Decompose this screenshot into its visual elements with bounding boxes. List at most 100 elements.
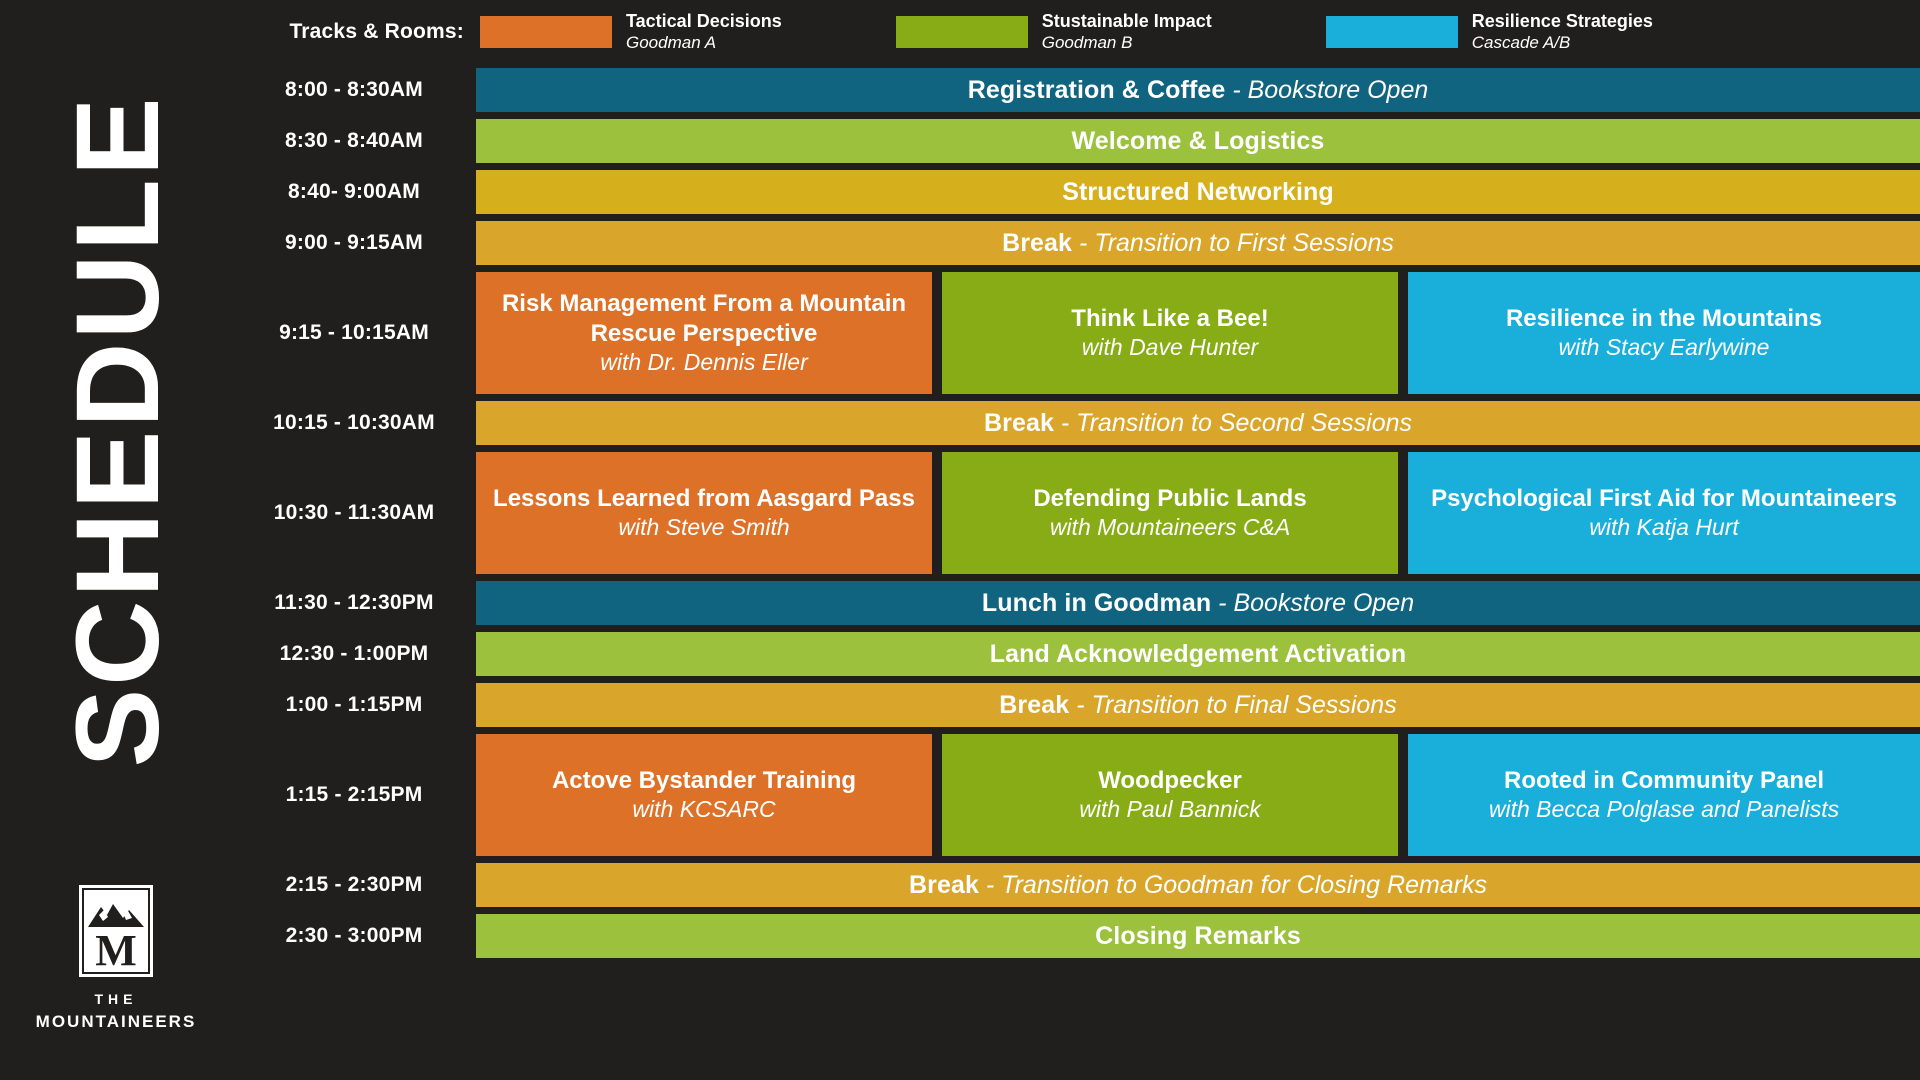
block-title: Closing Remarks [1095, 921, 1301, 950]
block-title: Break [908, 870, 979, 899]
time-label: 10:15 - 10:30AM [273, 411, 435, 434]
logo-line-the: THE [94, 991, 138, 1008]
row-bars: Break - Transition to Final Sessions [476, 683, 1920, 727]
row-bars: Lunch in Goodman - Bookstore Open [476, 581, 1920, 625]
schedule-row: 9:00 - 9:15AM Break - Transition to First… [232, 221, 1920, 265]
legend-item-sustainable-impact: Stustainable Impact Goodman B [895, 11, 1212, 52]
session-title: Think Like a Bee! [1071, 304, 1269, 332]
session-title: Actove Bystander Training [551, 766, 857, 794]
schedule-block[interactable]: Registration & Coffee - Bookstore Open [476, 68, 1920, 112]
session-speaker: with KCSARC [632, 796, 776, 823]
time-label: 9:15 - 10:15AM [279, 321, 429, 344]
block-title: Welcome & Logistics [1071, 126, 1325, 155]
time-label: 8:00 - 8:30AM [285, 78, 423, 101]
time-label: 2:15 - 2:30PM [285, 873, 423, 896]
legend-track-name: Tactical Decisions [626, 11, 782, 32]
legend-track-name: Resilience Strategies [1471, 11, 1653, 32]
row-bars: Risk Management From a Mountain Rescue P… [476, 272, 1920, 394]
schedule-grid: 8:00 - 8:30AM Registration & Coffee - Boo… [232, 68, 1920, 965]
schedule-row: 8:40- 9:00AM Structured Networking [232, 170, 1920, 214]
legend-room-name: Goodman A [626, 32, 717, 52]
legend: Tracks & Rooms: Tactical Decisions Goodm… [232, 6, 1920, 58]
session-title: Woodpecker [1098, 766, 1242, 794]
session-card[interactable]: Psychological First Aid for Mountaineers… [1408, 452, 1920, 574]
legend-room-name: Cascade A/B [1471, 32, 1571, 52]
session-speaker: with Steve Smith [618, 514, 790, 541]
session-title: Resilience in the Mountains [1505, 304, 1823, 332]
row-bars: Structured Networking [476, 170, 1920, 214]
session-title: Lessons Learned from Aasgard Pass [493, 484, 915, 512]
session-card[interactable]: Risk Management From a Mountain Rescue P… [476, 272, 932, 394]
time-label: 1:15 - 2:15PM [285, 783, 423, 806]
schedule-row: 11:30 - 12:30PM Lunch in Goodman - Bookst… [232, 581, 1920, 625]
schedule-block[interactable]: Welcome & Logistics [476, 119, 1920, 163]
session-speaker: with Becca Polglase and Panelists [1488, 796, 1840, 823]
row-bars: Break - Transition to Second Sessions [476, 401, 1920, 445]
block-title: Registration & Coffee [967, 75, 1226, 104]
block-title: Break [983, 408, 1054, 437]
legend-track-name: Stustainable Impact [1041, 11, 1212, 32]
schedule-row: 2:15 - 2:30PM Break - Transition to Goodm… [232, 863, 1920, 907]
time-label: 11:30 - 12:30PM [274, 591, 434, 614]
session-speaker: with Paul Bannick [1079, 796, 1261, 823]
schedule-block[interactable]: Closing Remarks [476, 914, 1920, 958]
schedule-block[interactable]: Break - Transition to Second Sessions [476, 401, 1920, 445]
schedule-block[interactable]: Land Acknowledgement Activation [476, 632, 1920, 676]
block-subtitle: - Transition to Final Sessions [1069, 690, 1397, 719]
time-label: 9:00 - 9:15AM [285, 231, 423, 254]
session-speaker: with Mountaineers C&A [1049, 514, 1291, 541]
time-label: 1:00 - 1:15PM [285, 693, 423, 716]
mountain-m-icon: M [79, 885, 153, 978]
schedule-block[interactable]: Break - Transition to First Sessions [476, 221, 1920, 265]
block-title: Lunch in Goodman [981, 588, 1212, 617]
row-bars: Registration & Coffee - Bookstore Open [476, 68, 1920, 112]
schedule-block[interactable]: Structured Networking [476, 170, 1920, 214]
time-label: 10:30 - 11:30AM [273, 501, 435, 524]
session-card[interactable]: Think Like a Bee!with Dave Hunter [942, 272, 1398, 394]
page-title: SCHEDULE [52, 94, 184, 768]
session-speaker: with Katja Hurt [1589, 514, 1739, 541]
svg-text:M: M [95, 926, 137, 975]
time-label: 8:40- 9:00AM [288, 180, 420, 203]
session-title: Psychological First Aid for Mountaineers [1431, 484, 1897, 512]
schedule-block[interactable]: Break - Transition to Final Sessions [476, 683, 1920, 727]
schedule-row: 10:15 - 10:30AM Break - Transition to Sec… [232, 401, 1920, 445]
session-speaker: with Stacy Earlywine [1558, 334, 1770, 361]
row-bars: Break - Transition to Goodman for Closin… [476, 863, 1920, 907]
legend-swatch-orange [480, 16, 612, 48]
row-bars: Land Acknowledgement Activation [476, 632, 1920, 676]
session-title: Rooted in Community Panel [1503, 766, 1824, 794]
schedule-block[interactable]: Break - Transition to Goodman for Closin… [476, 863, 1920, 907]
legend-swatch-blue [1325, 16, 1458, 48]
block-subtitle: - Transition to Second Sessions [1053, 408, 1413, 437]
schedule-row: 9:15 - 10:15AM Risk Management From a Mou… [232, 272, 1920, 394]
block-title: Land Acknowledgement Activation [989, 639, 1407, 668]
mountaineers-logo: M THE MOUNTAINEERS [0, 885, 232, 1034]
row-bars: Welcome & Logistics [476, 119, 1920, 163]
schedule-row: 10:30 - 11:30AM Lessons Learned from Aasg… [232, 452, 1920, 574]
block-title: Break [1002, 228, 1073, 257]
row-bars: Break - Transition to First Sessions [476, 221, 1920, 265]
session-speaker: with Dr. Dennis Eller [600, 348, 808, 375]
block-title: Structured Networking [1062, 177, 1334, 206]
schedule-row: 8:00 - 8:30AM Registration & Coffee - Boo… [232, 68, 1920, 112]
row-bars: Closing Remarks [476, 914, 1920, 958]
block-subtitle: - Transition to Goodman for Closing Rema… [978, 870, 1488, 899]
session-speaker: with Dave Hunter [1081, 334, 1259, 361]
schedule-block[interactable]: Lunch in Goodman - Bookstore Open [476, 581, 1920, 625]
left-rail: SCHEDULE M THE MOUNTAINEERS [0, 0, 232, 1080]
block-subtitle: - Bookstore Open [1225, 75, 1429, 104]
legend-title: Tracks & Rooms: [289, 20, 464, 43]
